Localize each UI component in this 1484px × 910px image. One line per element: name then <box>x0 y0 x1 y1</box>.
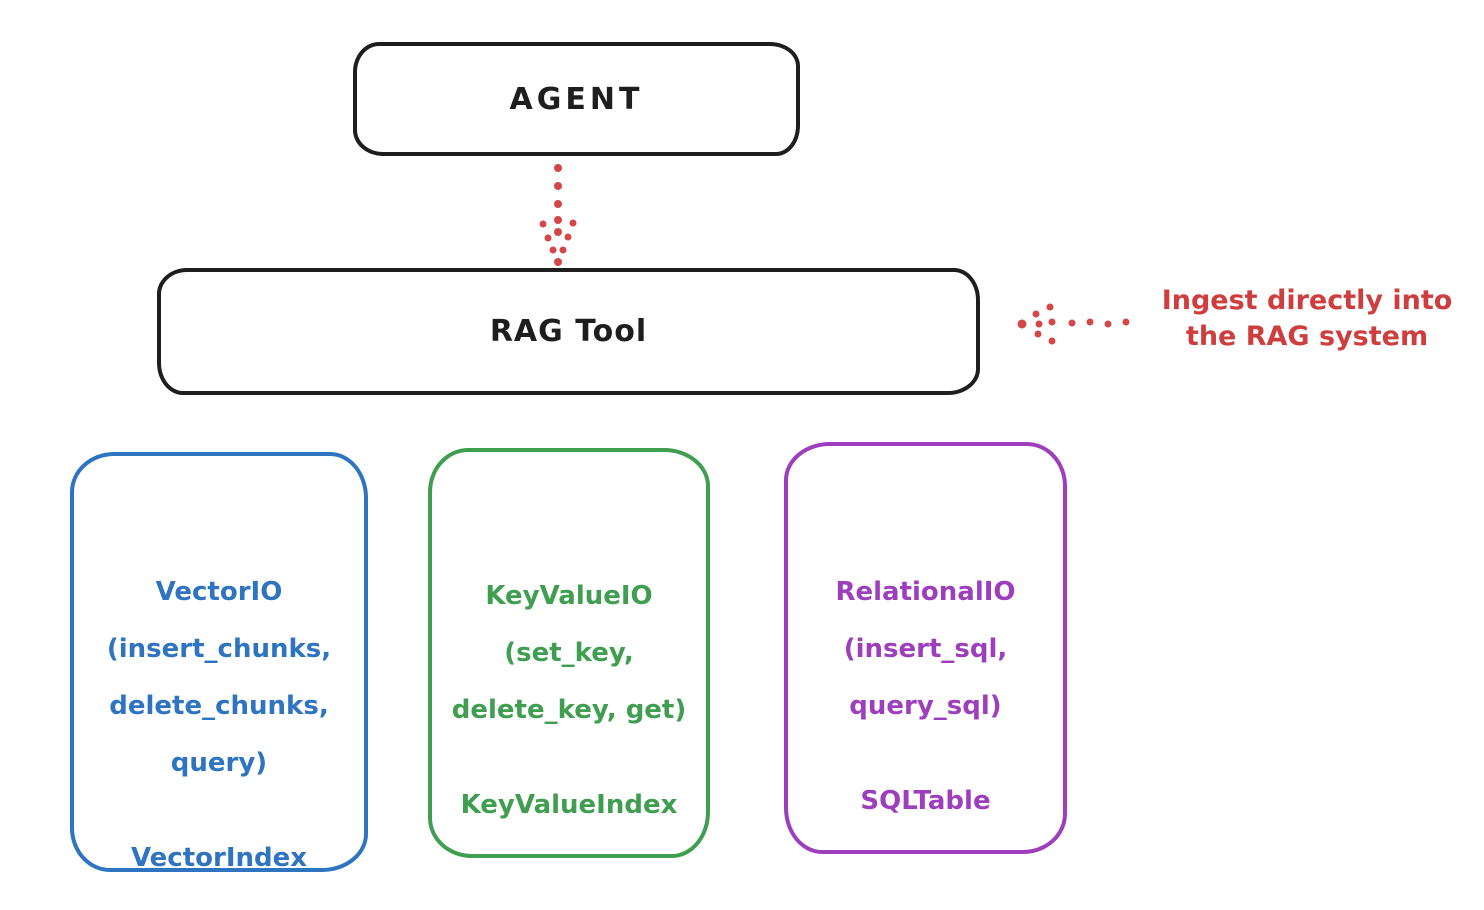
backend-node-vector-io: VectorIO (insert_chunks, delete_chunks, … <box>70 452 368 873</box>
keyvalue-io-line: delete_key, get) <box>451 695 687 725</box>
relational-io-line: (insert_sql, <box>843 634 1008 664</box>
rag-tool-node: RAG Tool <box>157 268 980 395</box>
vector-io-line: (insert_chunks, <box>106 634 332 664</box>
vector-io-line: delete_chunks, <box>109 691 329 721</box>
keyvalue-io-signature: KeyValueIO (set_key, delete_key, get) <box>452 558 687 748</box>
keyvalue-io-index-label: KeyValueIndex <box>460 790 678 820</box>
vector-io-line: query) <box>170 748 268 778</box>
backend-node-relational-io: RelationalIO (insert_sql, query_sql) SQL… <box>784 442 1067 854</box>
keyvalue-io-line: (set_key, <box>504 638 634 668</box>
backend-node-keyvalue-io: KeyValueIO (set_key, delete_key, get) Ke… <box>428 448 710 858</box>
ingest-annotation-line1: Ingest directly into <box>1161 285 1453 316</box>
relational-io-line: query_sql) <box>849 691 1002 721</box>
keyvalue-io-title: KeyValueIO <box>485 581 653 611</box>
ingest-annotation: Ingest directly into the RAG system <box>1130 283 1484 355</box>
relational-io-title: RelationalIO <box>835 577 1016 607</box>
rag-tool-node-label: RAG Tool <box>489 314 648 349</box>
relational-io-signature: RelationalIO (insert_sql, query_sql) <box>835 554 1015 744</box>
dotted-arrow-left-icon <box>1012 298 1134 350</box>
relational-io-index-label: SQLTable <box>860 786 991 816</box>
vector-io-index-label: VectorIndex <box>130 843 308 873</box>
ingest-annotation-line2: the RAG system <box>1185 321 1429 352</box>
agent-node-label: AGENT <box>509 81 644 117</box>
dotted-arrow-down-icon <box>536 160 580 272</box>
vector-io-title: VectorIO <box>155 577 283 607</box>
vector-io-signature: VectorIO (insert_chunks, delete_chunks, … <box>107 554 331 801</box>
agent-node: AGENT <box>353 42 800 156</box>
